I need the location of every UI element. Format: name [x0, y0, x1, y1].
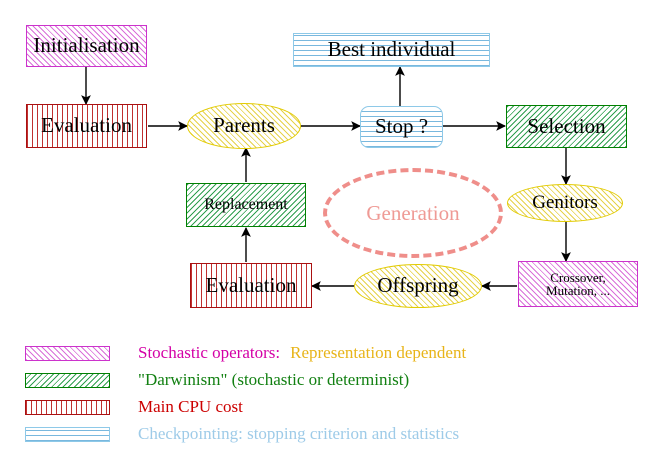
node-evaluation-bottom[interactable]: Evaluation	[190, 263, 312, 308]
node-evaluation-bottom-label: Evaluation	[205, 272, 297, 297]
node-selection-label: Selection	[527, 113, 606, 138]
node-parents[interactable]: Parents	[187, 103, 301, 149]
node-replacement-label: Replacement	[204, 195, 288, 213]
node-evaluation-top-label: Evaluation	[41, 113, 132, 138]
node-genitors[interactable]: Genitors	[507, 184, 623, 222]
node-parents-label: Parents	[213, 113, 275, 138]
node-offspring[interactable]: Offspring	[354, 264, 482, 308]
node-crossover-mutation-label: Crossover, Mutation, ...	[546, 269, 610, 298]
legend-swatch-magenta-icon	[25, 345, 110, 361]
legend-label-main-cpu-cost: Main CPU cost	[138, 397, 243, 416]
legend: Stochastic operators: Representation dep…	[0, 336, 662, 456]
legend-row-darwinism: "Darwinism" (stochastic or determinist)	[25, 369, 409, 391]
legend-swatch-green-icon	[25, 372, 110, 388]
node-selection[interactable]: Selection	[506, 105, 627, 148]
node-offspring-label: Offspring	[377, 273, 459, 298]
legend-label-stochastic-operators: Stochastic operators:	[138, 343, 281, 362]
legend-row-checkpointing: Checkpointing: stopping criterion and st…	[25, 423, 459, 445]
node-generation-label: Generation	[366, 200, 460, 225]
node-generation: Generation	[323, 168, 503, 258]
node-best-individual[interactable]: Best individual	[293, 33, 490, 67]
legend-row-main-cpu-cost: Main CPU cost	[25, 396, 243, 418]
node-evaluation-top[interactable]: Evaluation	[26, 104, 147, 148]
legend-row-stochastic-operators: Stochastic operators: Representation dep…	[25, 342, 466, 364]
legend-label-checkpointing: Checkpointing: stopping criterion and st…	[138, 424, 460, 443]
node-stop[interactable]: Stop ?	[360, 106, 443, 148]
node-replacement[interactable]: Replacement	[186, 183, 306, 227]
node-initialisation[interactable]: Initialisation	[26, 25, 147, 67]
node-crossover-mutation[interactable]: Crossover, Mutation, ...	[518, 261, 638, 307]
legend-label-representation-dependent: Representation dependent	[290, 343, 467, 362]
node-initialisation-label: Initialisation	[33, 33, 140, 58]
legend-label-darwinism: "Darwinism" (stochastic or determinist)	[138, 370, 410, 389]
legend-swatch-red-icon	[25, 399, 110, 415]
node-best-individual-label: Best individual	[327, 37, 456, 62]
node-genitors-label: Genitors	[532, 192, 598, 214]
legend-swatch-blue-icon	[25, 426, 110, 442]
node-stop-label: Stop ?	[374, 114, 429, 139]
